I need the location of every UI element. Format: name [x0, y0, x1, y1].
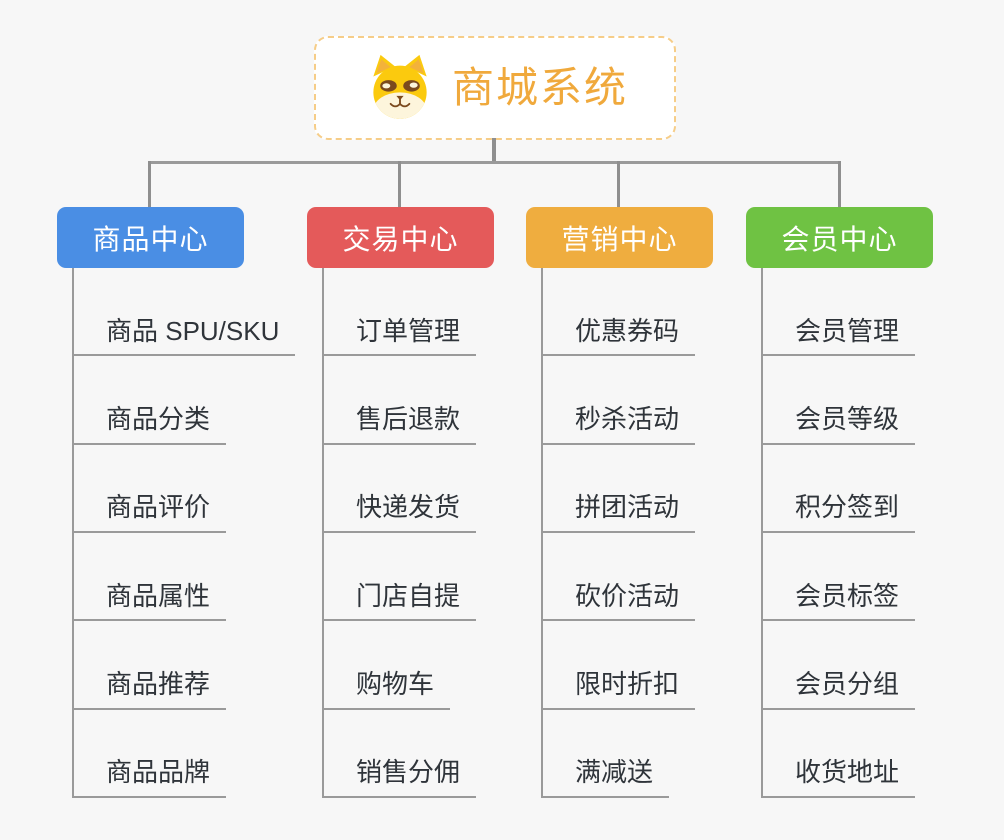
branch-4: 会员中心 会员管理 会员等级 积分签到 会员标签 会员分组 收货地址: [746, 207, 933, 798]
child-topic-label: 限时折扣: [541, 668, 696, 710]
child-topic[interactable]: 拼团活动: [541, 445, 713, 533]
child-topic-label: 会员管理: [761, 315, 916, 357]
child-topic-label: 优惠券码: [541, 315, 696, 357]
root-title: 商城系统: [451, 64, 628, 111]
child-topic[interactable]: 会员等级: [761, 356, 933, 445]
branch-3: 营销中心 优惠券码 秒杀活动 拼团活动 砍价活动 限时折扣 满减送: [526, 207, 713, 798]
child-topic[interactable]: 会员管理: [761, 268, 933, 357]
child-topic-label: 会员分组: [761, 668, 916, 710]
branch-node[interactable]: 商品中心: [57, 207, 244, 268]
child-topic-label: 商品推荐: [72, 668, 227, 710]
child-topic[interactable]: 销售分佣: [322, 710, 494, 798]
branch-children: 订单管理 售后退款 快递发货 门店自提 购物车 销售分佣: [322, 268, 494, 798]
branch-2: 交易中心 订单管理 售后退款 快递发货 门店自提 购物车 销售分佣: [307, 207, 494, 798]
child-topic-label: 满减送: [541, 756, 670, 798]
branch-node[interactable]: 营销中心: [526, 207, 713, 268]
child-topic[interactable]: 优惠券码: [541, 268, 713, 357]
child-topic-label: 收货地址: [761, 756, 916, 798]
child-topic[interactable]: 购物车: [322, 621, 494, 710]
connector-drop-1: [148, 161, 151, 208]
doge-icon: [373, 54, 427, 119]
child-topic[interactable]: 商品分类: [72, 356, 244, 445]
child-topic[interactable]: 砍价活动: [541, 533, 713, 622]
child-topic-label: 快递发货: [322, 491, 477, 533]
child-topic-label: 会员等级: [761, 403, 916, 445]
branch-children: 优惠券码 秒杀活动 拼团活动 砍价活动 限时折扣 满减送: [541, 268, 713, 798]
child-topic[interactable]: 秒杀活动: [541, 356, 713, 445]
connector-root-stub: [492, 138, 496, 164]
child-topic[interactable]: 会员分组: [761, 621, 933, 710]
child-topic[interactable]: 商品品牌: [72, 710, 244, 798]
child-topic-label: 拼团活动: [541, 491, 696, 533]
child-topic-label: 售后退款: [322, 403, 477, 445]
child-topic-label: 商品评价: [72, 491, 227, 533]
child-topic[interactable]: 会员标签: [761, 533, 933, 622]
child-topic-label: 会员标签: [761, 580, 916, 622]
child-topic[interactable]: 门店自提: [322, 533, 494, 622]
child-topic[interactable]: 订单管理: [322, 268, 494, 357]
child-topic-label: 商品分类: [72, 403, 227, 445]
child-topic-label: 门店自提: [322, 580, 477, 622]
branch-node[interactable]: 会员中心: [746, 207, 933, 268]
child-topic[interactable]: 满减送: [541, 710, 713, 798]
child-topic-label: 商品品牌: [72, 756, 227, 798]
child-topic-label: 积分签到: [761, 491, 916, 533]
child-topic-label: 秒杀活动: [541, 403, 696, 445]
child-topic-label: 购物车: [322, 668, 451, 710]
child-topic[interactable]: 商品评价: [72, 445, 244, 533]
child-topic[interactable]: 限时折扣: [541, 621, 713, 710]
child-topic-label: 商品属性: [72, 580, 227, 622]
connector-drop-2: [398, 161, 401, 208]
child-topic-label: 商品 SPU/SKU: [72, 315, 296, 357]
root-node-mall-system[interactable]: 商城系统: [314, 36, 676, 140]
child-topic[interactable]: 商品推荐: [72, 621, 244, 710]
connector-horizontal-bus: [148, 161, 841, 164]
child-topic[interactable]: 积分签到: [761, 445, 933, 533]
child-topic-label: 销售分佣: [322, 756, 477, 798]
child-topic[interactable]: 商品 SPU/SKU: [72, 268, 296, 357]
child-topic[interactable]: 商品属性: [72, 533, 244, 622]
branch-node[interactable]: 交易中心: [307, 207, 494, 268]
connector-drop-3: [617, 161, 620, 208]
child-topic[interactable]: 快递发货: [322, 445, 494, 533]
child-topic-label: 砍价活动: [541, 580, 696, 622]
child-topic-label: 订单管理: [322, 315, 477, 357]
branch-children: 会员管理 会员等级 积分签到 会员标签 会员分组 收货地址: [761, 268, 933, 798]
child-topic[interactable]: 售后退款: [322, 356, 494, 445]
branch-children: 商品 SPU/SKU 商品分类 商品评价 商品属性 商品推荐 商品品牌: [72, 268, 296, 798]
child-topic[interactable]: 收货地址: [761, 710, 933, 798]
connector-drop-4: [838, 161, 841, 208]
branch-1: 商品中心 商品 SPU/SKU 商品分类 商品评价 商品属性 商品推荐 商品品牌: [57, 207, 296, 798]
